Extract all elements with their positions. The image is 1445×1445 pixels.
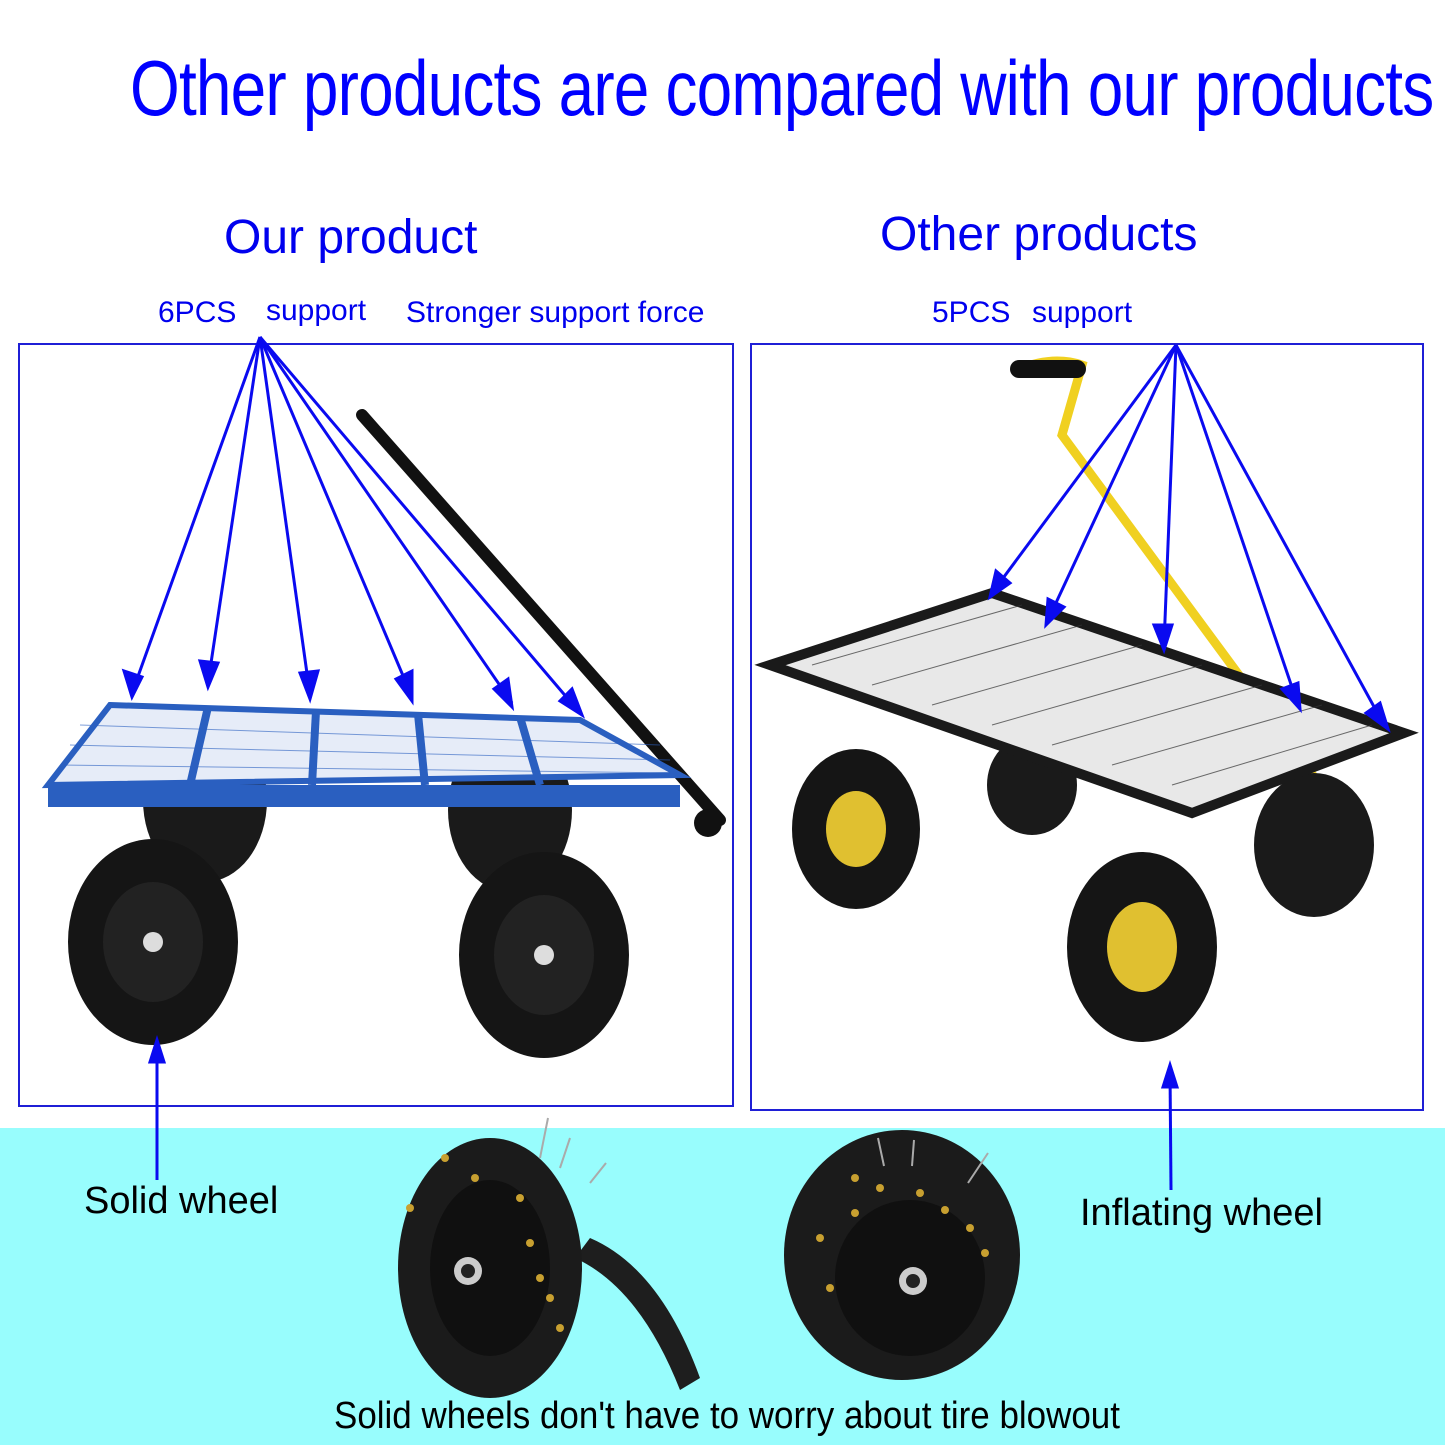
other-cart-image bbox=[754, 344, 1419, 1042]
solid-wheels-nail-test-image bbox=[398, 1117, 1020, 1398]
inflating-wheel-front-left bbox=[792, 749, 920, 909]
our-support-count: 6PCS bbox=[158, 296, 237, 329]
our-product-title: Our product bbox=[224, 211, 478, 264]
our-product-panel bbox=[18, 336, 734, 1107]
other-support-arrows bbox=[987, 344, 1391, 733]
page-title: Other products are compared with our pro… bbox=[130, 44, 1434, 132]
other-support-count: 5PCS bbox=[932, 296, 1011, 329]
our-strength-label: Stronger support force bbox=[406, 296, 705, 329]
solid-wheel-front-right bbox=[459, 852, 629, 1058]
inflating-wheel-label: Inflating wheel bbox=[1080, 1192, 1323, 1234]
our-support-label: support bbox=[266, 294, 367, 327]
other-products-panel bbox=[750, 343, 1424, 1111]
other-products-title: Other products bbox=[880, 208, 1198, 261]
comparison-footer bbox=[0, 1117, 1445, 1445]
other-support-label: support bbox=[1032, 296, 1133, 329]
inflating-wheel-front-right bbox=[1067, 852, 1217, 1042]
bottom-caption: Solid wheels don't have to worry about t… bbox=[334, 1395, 1120, 1437]
solid-wheel-label: Solid wheel bbox=[84, 1180, 279, 1222]
our-support-arrows bbox=[121, 336, 586, 719]
our-cart-image bbox=[41, 336, 726, 1058]
solid-wheel-front-left bbox=[68, 839, 238, 1045]
